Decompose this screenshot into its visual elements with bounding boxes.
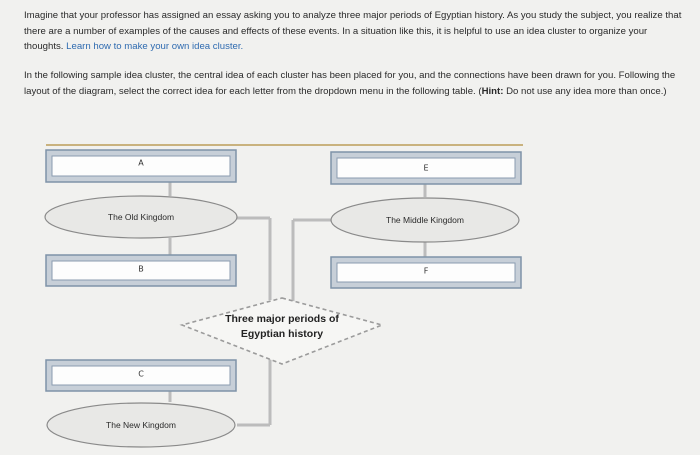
old-kingdom-label: The Old Kingdom: [107, 212, 175, 222]
instructions-paragraph-2: In the following sample idea cluster, th…: [24, 70, 676, 97]
oval-new-kingdom: [46, 402, 236, 448]
hint-text: Do not use any idea more than once.): [506, 85, 667, 97]
idea-cluster-link[interactable]: Learn how to make your own idea cluster.: [66, 41, 244, 53]
box-e-letter: E: [423, 163, 429, 173]
box-a[interactable]: [45, 149, 237, 183]
instructions-text-1: Imagine that your professor has assigned…: [24, 10, 682, 53]
box-e[interactable]: [330, 151, 522, 185]
box-b-letter: B: [138, 264, 144, 274]
box-a-letter: A: [138, 158, 144, 168]
instructions-paragraph-1: Imagine that your professor has assigned…: [24, 8, 684, 55]
center-diamond: [179, 297, 385, 365]
hint-label: Hint:: [481, 85, 504, 97]
box-c-letter: C: [138, 369, 144, 379]
box-c[interactable]: [45, 359, 237, 392]
center-idea-line-2: Egyptian history: [240, 328, 324, 340]
box-f-letter: F: [423, 266, 429, 276]
center-idea-line-1: Three major periods of: [225, 313, 339, 325]
middle-kingdom-label: The Middle Kingdom: [386, 215, 464, 225]
connectors: [168, 182, 427, 427]
oval-middle-kingdom: [330, 197, 520, 243]
box-f[interactable]: [330, 256, 522, 289]
box-b[interactable]: [45, 254, 237, 287]
center-idea-label: Three major periods of Egyptian history: [207, 312, 357, 342]
oval-old-kingdom: [44, 195, 238, 239]
new-kingdom-label: The New Kingdom: [106, 420, 176, 430]
instructions-text-2: In the following sample idea cluster, th…: [24, 70, 676, 97]
